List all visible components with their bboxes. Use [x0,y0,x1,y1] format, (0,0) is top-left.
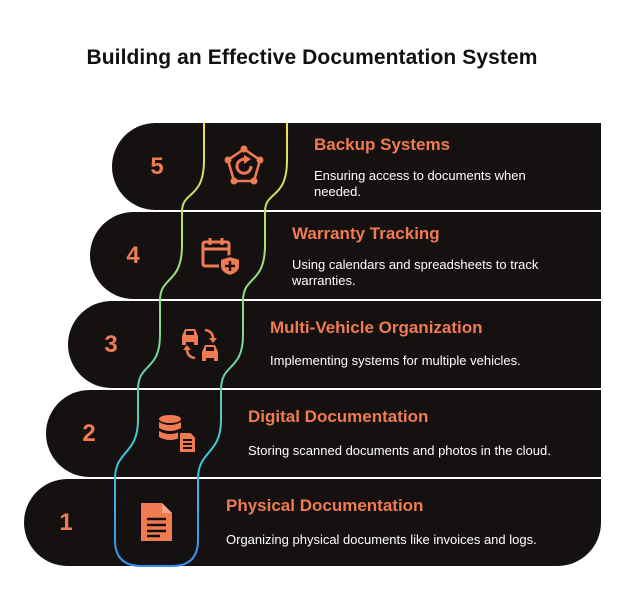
vehicles-swap-icon [182,328,218,361]
step-number-3: 3 [104,331,118,358]
step-band-1 [24,479,601,566]
step-band-5 [112,123,601,210]
step-number-2: 2 [82,420,96,447]
step-description-2: Storing scanned documents and photos in … [248,443,551,458]
step-title-4: Warranty Tracking [292,224,440,243]
step-number-1: 1 [59,509,73,536]
step-number-4: 4 [126,242,140,269]
step-number-5: 5 [150,153,164,180]
step-title-5: Backup Systems [314,135,451,154]
step-band-4 [90,212,601,299]
diagram-title: Building an Effective Documentation Syst… [86,46,538,69]
step-description-5: Ensuring access to documents when needed… [314,168,526,199]
step-title-3: Multi-Vehicle Organization [270,318,483,337]
step-description-4: Using calendars and spreadsheets to trac… [292,257,539,288]
database-document-icon [159,415,197,454]
calendar-shield-icon [201,238,241,278]
step-title-2: Digital Documentation [248,407,429,426]
step-title-1: Physical Documentation [226,496,424,515]
step-description-3: Implementing systems for multiple vehicl… [270,353,521,368]
step-description-1: Organizing physical documents like invoi… [226,532,537,547]
step-band-3 [68,301,601,388]
gear-refresh-icon [224,145,264,185]
document-icon [141,503,172,541]
